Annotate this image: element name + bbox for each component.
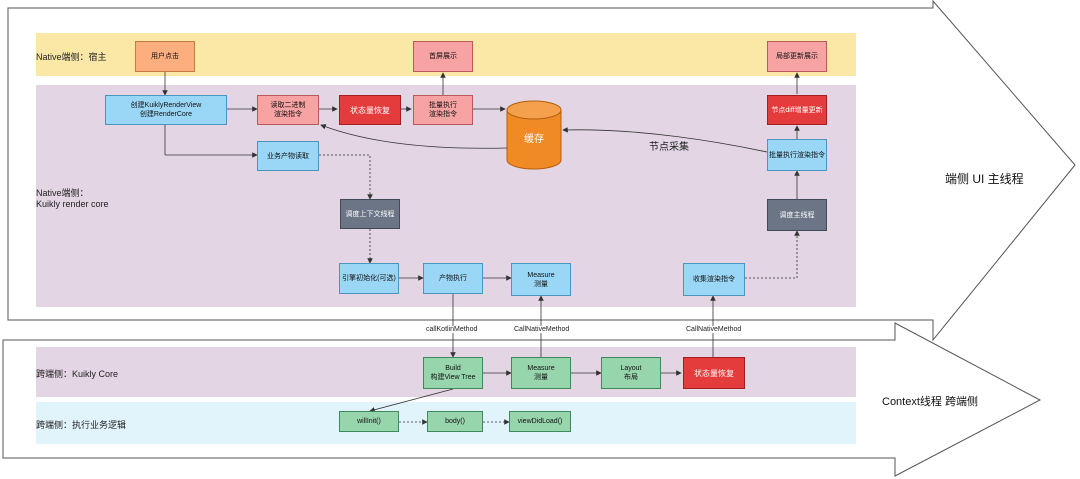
lane-native-core-label: Native端侧： Kuikly render core: [36, 188, 109, 209]
first-screen-node: 首屏展示: [413, 41, 473, 72]
ui-main-thread-label: 端侧 UI 主线程: [945, 172, 1024, 186]
state-restore-bottom-node: 状态量恢复: [683, 357, 745, 389]
read-binary-node: 读取二进制 渲染指令: [257, 95, 319, 125]
cache-cylinder: [506, 100, 562, 170]
call-kotlin-method-label: callKotlinMethod: [425, 326, 479, 333]
lane-cross-logic-label: 跨端侧：执行业务逻辑: [36, 420, 127, 430]
artifact-exec-node: 产物执行: [423, 263, 483, 294]
batch-exec-node: 批量执行 渲染指令: [413, 95, 473, 125]
build-view-tree-node: Build 构建View Tree: [423, 357, 483, 389]
view-did-load-node: viewDidLoad(): [509, 411, 571, 432]
call-native-method-label-1: CallNativeMethod: [513, 326, 571, 333]
batch-exec-render-node: 批量执行渲染指令: [767, 139, 827, 171]
will-init-node: willInit(): [339, 411, 399, 432]
cache-label: 缓存: [524, 134, 544, 145]
call-native-method-label-2: CallNativeMethod: [685, 326, 743, 333]
connectors: [162, 72, 800, 425]
schedule-context-thread-node: 调度上下文线程: [340, 199, 400, 229]
node-diff-update-node: 节点diff增量更新: [767, 95, 827, 125]
measure-core-node: Measure 测量: [511, 357, 571, 389]
engine-init-node: 引擎初始化(可选): [339, 263, 399, 294]
node-collect-label: 节点采集: [649, 142, 689, 153]
read-artifact-node: 业务产物读取: [257, 141, 319, 171]
layout-node: Layout 布局: [601, 357, 661, 389]
state-restore-top-node: 状态量恢复: [339, 95, 401, 125]
create-render-view-node: 创建KuiklyRenderView 创建RenderCore: [105, 95, 227, 125]
user-click-node: 用户点击: [135, 41, 195, 72]
lane-native-host-label: Native端侧：宿主: [36, 52, 107, 62]
local-update-node: 局部更新展示: [767, 41, 827, 72]
context-thread-label: Context线程 跨端侧: [882, 396, 978, 408]
schedule-main-thread-node: 调度主线程: [767, 199, 827, 231]
collect-render-node: 收集渲染指令: [683, 263, 745, 296]
body-node: body(): [427, 411, 483, 432]
lane-cross-core-label: 跨端侧：Kuikly Core: [36, 369, 119, 379]
measure-native-node: Measure 测量: [511, 263, 571, 296]
